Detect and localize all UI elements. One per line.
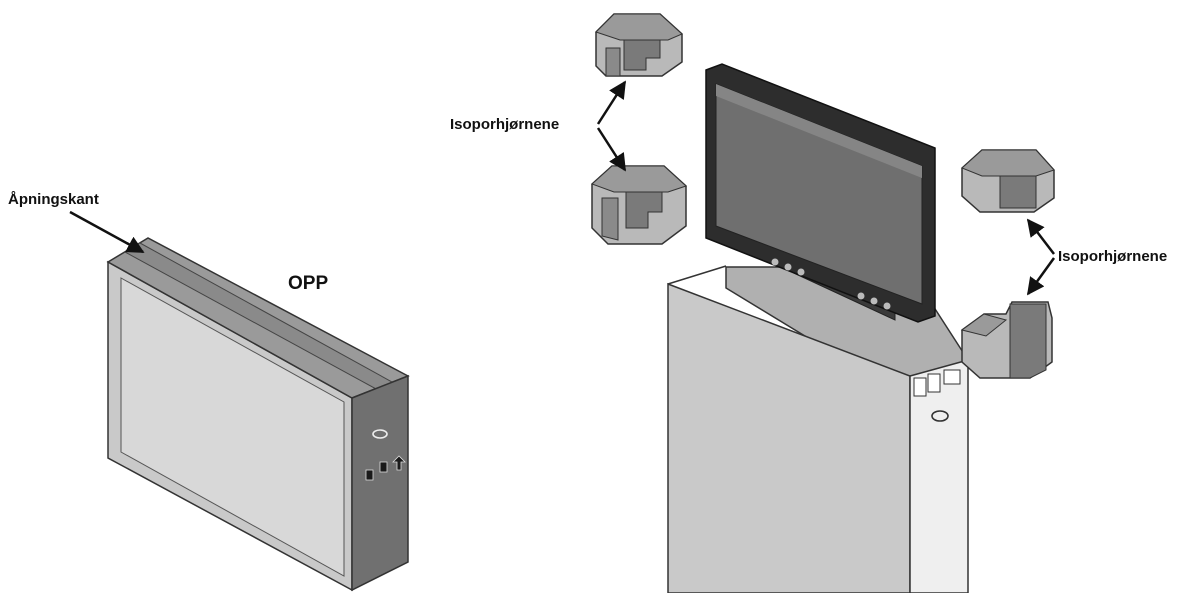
- monitor-screen-sheen: [716, 84, 922, 178]
- closed-box: [106, 237, 410, 592]
- foam-corner-top-left: [595, 13, 683, 77]
- open-box-handle-icon: [931, 410, 949, 422]
- closed-box-front-panel: [120, 277, 345, 577]
- monitor-buttons: [771, 258, 891, 310]
- open-box-rim: [667, 265, 727, 285]
- foam-corners-label-left: Isoporhjørnene: [450, 116, 559, 133]
- foam-corner-bottom-left: [591, 165, 687, 245]
- opening-edge-label: Åpningskant: [8, 191, 99, 208]
- foam-arrow-right-up: [1026, 218, 1055, 255]
- up-label: OPP: [288, 273, 328, 294]
- closed-box-handle-icon: [372, 429, 388, 439]
- foam-corners-label-right: Isoporhjørnene: [1058, 248, 1167, 265]
- package-symbols-icon: [365, 455, 406, 481]
- open-box-side-labels-icon: [913, 369, 961, 397]
- monitor: [705, 63, 936, 323]
- opening-edge-arrow: [69, 210, 145, 254]
- open-box: [667, 63, 970, 593]
- foam-corner-bottom-right: [960, 301, 1053, 379]
- open-box-side: [909, 359, 969, 593]
- foam-arrow-left-up: [596, 80, 627, 125]
- open-box-front-face: [667, 282, 911, 593]
- closed-box-side: [351, 374, 409, 592]
- foam-arrow-left-down: [596, 127, 627, 172]
- foam-corner-top-right: [961, 149, 1055, 213]
- foam-arrow-right-down: [1026, 257, 1056, 296]
